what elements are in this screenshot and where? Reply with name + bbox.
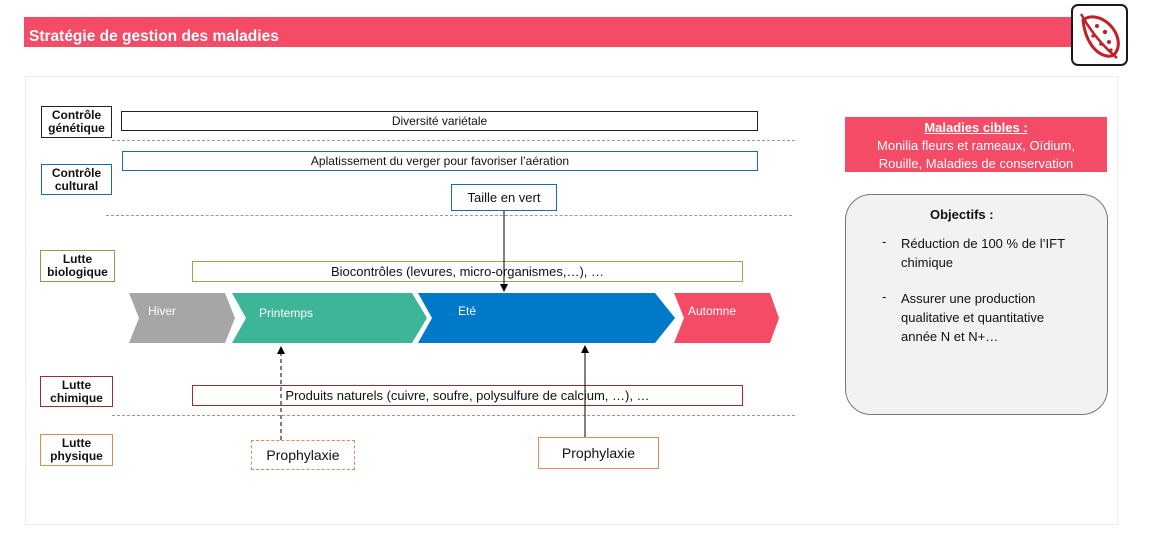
category-lutte-chimique: Lutte chimique [40, 376, 113, 407]
bar-biocontroles: Biocontrôles (levures, micro-organismes,… [192, 261, 743, 282]
objectif-item: Assurer une production qualitative et qu… [901, 291, 1045, 344]
box-taille-en-vert: Taille en vert [451, 184, 557, 211]
season-chevron-ete [418, 293, 675, 343]
maladies-text: Monilia fleurs et rameaux, Oïdium, Rouil… [877, 138, 1075, 171]
season-label-hiver: Hiver [148, 304, 177, 318]
prophylaxie-label: Prophylaxie [561, 445, 636, 461]
bullet-dash: - [882, 289, 887, 304]
season-chevron-automne [674, 293, 779, 343]
arrowhead [277, 346, 285, 354]
bar-label: Diversité variétale [391, 114, 488, 128]
season-label-automne: Automne [688, 304, 737, 318]
category-label: Contrôle génétique [48, 108, 105, 135]
content-panel [25, 76, 1118, 525]
bar-aplatissement: Aplatissement du verger pour favoriser l… [122, 151, 758, 171]
season-label-printemps: Printemps [259, 306, 314, 320]
separator [106, 215, 792, 216]
bullet-dash: - [882, 234, 887, 249]
category-label: Lutte chimique [50, 377, 103, 405]
season-chevron-printemps [232, 293, 427, 343]
category-label: Lutte biologique [47, 252, 108, 279]
category-controle-cultural: Contrôle cultural [41, 164, 112, 195]
box-label: Taille en vert [467, 190, 541, 205]
season-label-ete: Eté [458, 304, 477, 318]
category-lutte-biologique: Lutte biologique [40, 250, 115, 282]
separator [112, 140, 795, 141]
objectif-item: Réduction de 100 % de l’IFT chimique [901, 236, 1065, 270]
objectifs-title: Objectifs : [930, 207, 994, 222]
bar-label: Aplatissement du verger pour favoriser l… [310, 154, 570, 168]
page-title: Stratégie de gestion des maladies [29, 28, 279, 45]
category-lutte-physique: Lutte physique [40, 434, 113, 466]
maladies-cibles-box: Maladies cibles : Monilia fleurs et rame… [845, 117, 1107, 172]
objectifs-box: Objectifs : - Réduction de 100 % de l’IF… [845, 194, 1108, 415]
bar-diversite-varietale: Diversité variétale [121, 111, 758, 131]
separator [112, 415, 795, 416]
category-label: Lutte physique [50, 436, 103, 463]
prophylaxie-label: Prophylaxie [266, 447, 340, 463]
prophylaxie-box-dashed: Prophylaxie [251, 440, 355, 470]
category-controle-genetique: Contrôle génétique [41, 106, 112, 138]
season-chevron-hiver [129, 293, 235, 343]
bar-label: Produits naturels (cuivre, soufre, polys… [285, 388, 650, 403]
maladies-title: Maladies cibles : [924, 120, 1028, 135]
bar-produits-naturels: Produits naturels (cuivre, soufre, polys… [192, 385, 743, 406]
arrowhead [500, 284, 508, 292]
bar-label: Biocontrôles (levures, micro-organismes,… [330, 264, 605, 279]
diseased-leaf-icon [1071, 4, 1128, 66]
title-bar [24, 17, 1072, 47]
arrowhead [581, 345, 589, 353]
prophylaxie-box: Prophylaxie [538, 437, 659, 469]
category-label: Contrôle cultural [51, 165, 102, 193]
